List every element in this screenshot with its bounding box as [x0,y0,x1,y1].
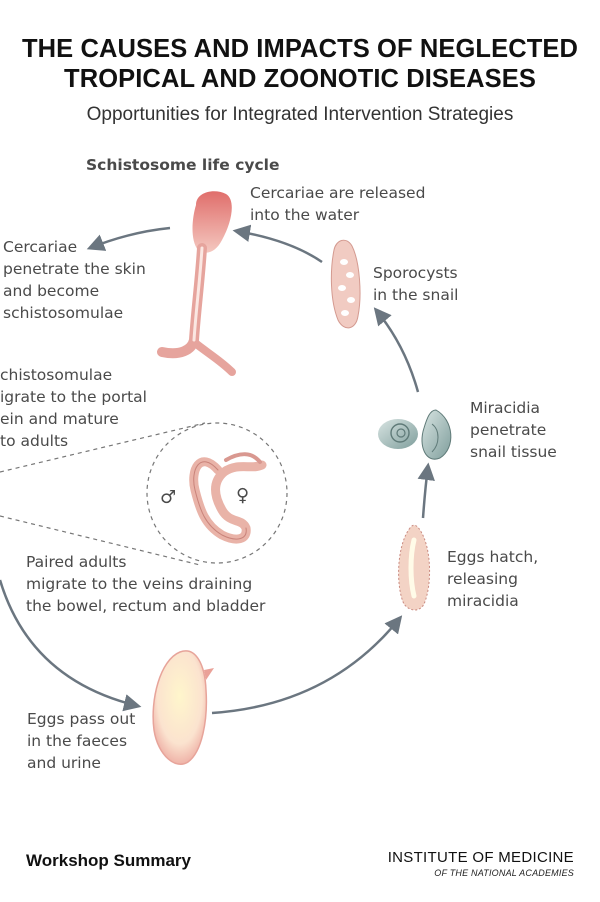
cercaria-icon [157,191,236,376]
zoom-line-bottom [0,515,201,566]
label-eggs-hatch: Eggs hatch, releasing miracidia [447,548,539,610]
arrow-adults-to-eggs [0,579,142,712]
publisher-name: INSTITUTE OF MEDICINE [387,849,574,866]
arrow-eggs-to-hatch [211,615,403,715]
female-symbol: ♀ [236,485,250,506]
title-line-2: TROPICAL AND ZOONOTIC DISEASES [64,65,536,93]
label-sporocysts: Sporocysts in the snail [373,264,459,304]
miracidium-icon [398,524,431,611]
male-symbol: ♂ [160,487,177,508]
publisher-subtitle: OF THE NATIONAL ACADEMIES [434,868,574,878]
label-eggs-pass: Eggs pass out in the faeces and urine [27,710,136,772]
book-title: THE CAUSES AND IMPACTS OF NEGLECTED TROP… [0,34,600,94]
zoom-circle [146,422,288,564]
label-schistosomulae: chistosomulae igrate to the portal ein a… [0,366,147,450]
book-subtitle: Opportunities for Integrated Interventio… [86,104,514,125]
label-cercariae-released: Cercariae are released into the water [250,184,426,224]
arrow-miracidia-to-sporocyst [373,307,420,393]
snail-icon [378,409,452,460]
sporocyst-icon [330,239,361,329]
label-paired-adults: Paired adults migrate to the veins drain… [26,553,266,615]
arrow-sporocyst-to-cercariae [232,224,323,264]
arrow-hatch-to-miracidia [417,462,435,519]
title-line-1: THE CAUSES AND IMPACTS OF NEGLECTED [21,35,579,63]
workshop-summary-label: Workshop Summary [26,851,192,870]
zoom-line-top [0,422,206,473]
label-cercariae-penetrate: Cercariae penetrate the skin and become … [3,238,146,322]
publisher-logo: INSTITUTE OF MEDICINE OF THE NATIONAL AC… [388,849,574,878]
paired-worms-icon [189,457,267,544]
egg-icon [152,650,214,765]
arrow-released-to-skin [86,226,171,251]
diagram-heading: Schistosome life cycle [86,156,280,174]
label-miracidia-penetrate: Miracidia penetrate snail tissue [470,399,557,461]
